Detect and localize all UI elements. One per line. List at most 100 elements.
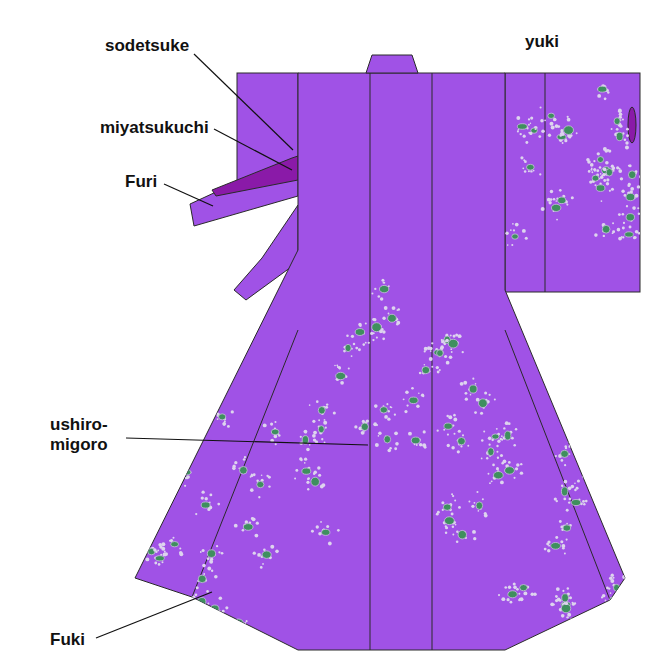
flower-dot: [622, 236, 624, 238]
flower-dot: [437, 430, 439, 432]
flower-dot: [408, 432, 412, 436]
flower-dot: [467, 445, 469, 447]
flower-dot: [553, 118, 556, 121]
flower-dot: [214, 619, 216, 621]
flower-dot: [618, 589, 622, 593]
flower-center: [409, 397, 418, 403]
flower-dot: [157, 550, 159, 552]
flower-dot: [550, 122, 554, 126]
flower-dot: [203, 573, 205, 575]
flower-center: [469, 385, 477, 393]
flower-dot: [208, 611, 212, 615]
flower-center: [257, 481, 264, 487]
flower-dot: [587, 444, 590, 447]
flower-center: [520, 585, 528, 591]
flower-center: [558, 197, 566, 204]
flower-dot: [457, 450, 460, 453]
flower-dot: [317, 466, 320, 469]
flower-dot: [234, 628, 238, 632]
flower-dot: [586, 410, 590, 414]
flower-dot: [444, 355, 447, 358]
flower-dot: [200, 551, 202, 553]
flower-dot: [378, 435, 380, 437]
flower-dot: [455, 524, 457, 526]
flower-dot: [562, 590, 564, 592]
flower-dot: [217, 503, 220, 506]
flower-dot: [510, 601, 513, 604]
flower-dot: [600, 173, 602, 175]
flower-dot: [424, 347, 428, 351]
flower-dot: [324, 441, 326, 443]
flower-dot: [458, 506, 461, 509]
flower-dot: [569, 402, 571, 404]
flower-dot: [525, 237, 528, 240]
leader-line: [126, 438, 368, 445]
flower-dot: [567, 407, 570, 410]
flower-center: [526, 164, 534, 170]
flower-dot: [207, 603, 209, 605]
flower-dot: [566, 409, 569, 412]
flower-dot: [611, 128, 613, 130]
flower-dot: [566, 616, 568, 618]
flower-dot: [629, 226, 632, 229]
flower-dot: [497, 457, 499, 459]
flower-dot: [530, 123, 532, 125]
flower-dot: [304, 458, 307, 461]
flower-center: [271, 429, 279, 435]
flower-dot: [624, 138, 627, 141]
flower-dot: [196, 586, 199, 589]
flower-dot: [501, 439, 503, 441]
flower-dot: [517, 130, 519, 132]
flower-dot: [511, 437, 514, 440]
flower-dot: [161, 561, 163, 563]
flower-dot: [638, 213, 640, 215]
flower-dot: [455, 333, 458, 336]
flower-dot: [231, 410, 234, 413]
flower-dot: [452, 534, 454, 536]
flower-dot: [374, 404, 378, 408]
flower-dot: [253, 473, 256, 476]
flower-dot: [556, 500, 558, 502]
flower-dot: [484, 512, 487, 515]
flower-dot: [184, 485, 186, 487]
flower-dot: [378, 295, 381, 298]
flower-dot: [419, 443, 423, 447]
flower-dot: [482, 498, 484, 500]
flower-dot: [501, 597, 505, 601]
flower-dot: [620, 177, 623, 180]
flower-dot: [351, 355, 353, 357]
flower-dot: [312, 434, 316, 438]
flower-dot: [394, 414, 396, 416]
flower-dot: [559, 520, 562, 523]
flower-dot: [465, 392, 468, 395]
flower-center: [606, 169, 612, 177]
flower-dot: [252, 517, 256, 521]
flower-dot: [588, 170, 591, 173]
flower-dot: [255, 534, 259, 538]
flower-dot: [535, 128, 537, 130]
flower-dot: [604, 98, 606, 100]
flower-dot: [458, 430, 461, 433]
flower-dot: [213, 611, 216, 614]
flower-dot: [617, 228, 621, 232]
flower-dot: [268, 476, 271, 479]
flower-dot: [178, 382, 180, 384]
flower-dot: [300, 436, 302, 438]
flower-center: [171, 542, 179, 547]
flower-dot: [462, 351, 464, 353]
flower-dot: [318, 474, 321, 477]
flower-center: [616, 132, 623, 140]
flower-dot: [246, 620, 248, 622]
flower-dot: [612, 222, 614, 224]
flower-center: [561, 450, 569, 457]
flower-dot: [529, 132, 532, 135]
flower-dot: [354, 425, 357, 428]
flower-dot: [599, 166, 602, 169]
flower-dot: [567, 116, 569, 118]
flower-dot: [605, 600, 607, 602]
flower-dot: [475, 383, 477, 385]
flower-dot: [530, 116, 533, 119]
flower-dot: [468, 501, 470, 503]
flower-dot: [275, 550, 279, 554]
